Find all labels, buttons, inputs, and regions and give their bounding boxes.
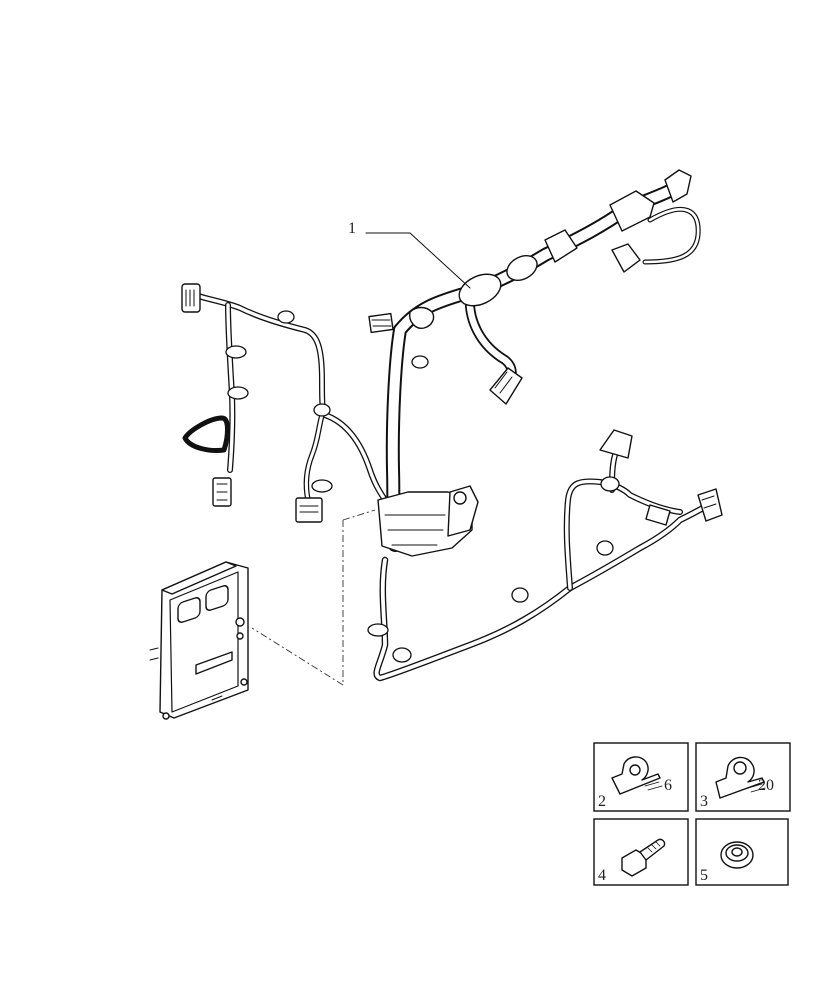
dimension-6: 6 [664, 777, 672, 794]
callout-3: 3 [700, 793, 708, 810]
dimension-20: 20 [758, 777, 774, 794]
callout-4: 4 [598, 867, 606, 884]
detail-box-bolt-4: 4 [593, 818, 689, 886]
callout-5: 5 [700, 867, 708, 884]
detail-box-spacer-5: 5 [695, 818, 789, 886]
detail-box-clamp-2: 6 2 [593, 742, 689, 812]
ecu-module [149, 509, 376, 720]
callout-1: 1 [348, 220, 356, 237]
wiring-harness: 1 [181, 169, 723, 682]
callout-2: 2 [598, 793, 606, 810]
detail-box-clamp-3: 20 3 [695, 742, 791, 812]
